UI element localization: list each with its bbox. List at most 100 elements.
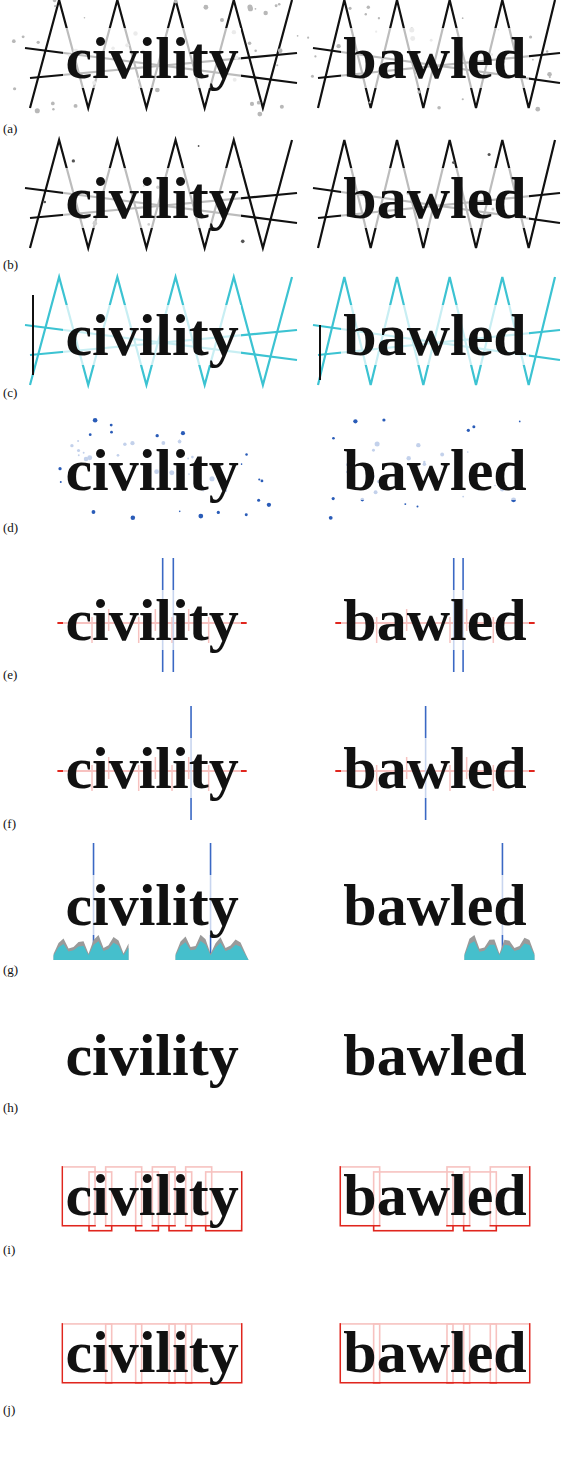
noise-dot (156, 434, 159, 437)
noise-dot (416, 506, 418, 508)
noise-dot (257, 499, 260, 502)
noise-dot (35, 108, 40, 113)
histogram (54, 935, 129, 960)
captcha-word: bawled (341, 1025, 528, 1085)
noise-dot (297, 35, 299, 37)
captcha-word: bawled (341, 590, 528, 650)
noise-dot (43, 201, 46, 204)
captcha-word: bawled (341, 875, 528, 935)
captcha-word: civility (63, 28, 240, 88)
noise-dot (488, 153, 491, 156)
captcha-word: bawled (341, 168, 528, 228)
noise-dot (241, 240, 245, 244)
noise-dot (220, 18, 224, 22)
panel-label: (i) (2, 1243, 16, 1257)
noise-dot (367, 5, 370, 8)
noise-dot (93, 418, 98, 423)
noise-dot (353, 419, 357, 423)
noise-dot (92, 510, 96, 514)
panel-label: (c) (2, 386, 18, 400)
noise-dot (278, 48, 283, 53)
panel-label: (e) (2, 668, 18, 682)
noise-dot (217, 511, 220, 514)
interference-line (318, 0, 555, 108)
noise-dot (452, 161, 455, 164)
noise-dot (110, 431, 113, 434)
noise-dot (417, 90, 420, 93)
noise-dot (535, 107, 540, 112)
noise-dot (51, 102, 55, 106)
noise-dot (307, 37, 309, 39)
noise-dot (332, 437, 335, 440)
captcha-word: civility (63, 875, 240, 935)
noise-dot (84, 17, 86, 19)
captcha-word: civility (63, 1165, 240, 1225)
noise-dot (472, 425, 475, 428)
noise-dot (369, 101, 371, 103)
captcha-word: civility (63, 440, 240, 500)
noise-dot (174, 0, 178, 3)
noise-dot (198, 145, 200, 147)
noise-dot (365, 13, 367, 15)
noise-dot (250, 102, 254, 106)
noise-dot (349, 7, 352, 10)
noise-dot (257, 112, 262, 117)
detected-line (318, 277, 555, 385)
interference-line (30, 140, 292, 248)
noise-dot (278, 3, 281, 6)
noise-dot (179, 511, 181, 513)
noise-dot (546, 50, 548, 52)
interference-line (30, 0, 292, 108)
residual-line (319, 325, 321, 380)
noise-dot (248, 41, 252, 45)
noise-dot (382, 418, 385, 421)
noise-dot (437, 106, 441, 110)
noise-dot (336, 44, 340, 48)
noise-dot (547, 72, 552, 77)
noise-dot (529, 35, 532, 38)
noise-dot (332, 497, 335, 500)
noise-dot (314, 55, 316, 57)
histogram (464, 935, 534, 960)
panel-label: (j) (2, 1403, 16, 1417)
noise-dot (13, 87, 16, 90)
captcha-word: civility (63, 590, 240, 650)
noise-dot (329, 516, 333, 520)
noise-dot (267, 503, 271, 507)
captcha-word: civility (63, 1322, 240, 1382)
detected-line (30, 277, 292, 385)
noise-dot (276, 64, 278, 66)
noise-dot (280, 105, 284, 109)
noise-dot (54, 5, 56, 7)
panel-label: (b) (2, 258, 19, 272)
noise-dot (258, 479, 260, 481)
noise-dot (72, 159, 75, 162)
captcha-word: bawled (341, 28, 528, 88)
noise-dot (110, 424, 113, 427)
captcha-word: bawled (341, 440, 528, 500)
noise-dot (245, 513, 248, 516)
captcha-word: civility (63, 305, 240, 365)
noise-dot (58, 467, 61, 470)
captcha-word: bawled (341, 1322, 528, 1382)
histogram (464, 941, 534, 960)
noise-dot (263, 11, 267, 15)
noise-dot (74, 104, 78, 108)
captcha-word: civility (63, 738, 240, 798)
noise-dot (181, 431, 185, 435)
noise-dot (37, 41, 40, 44)
noise-dot (155, 88, 160, 93)
panel-label: (a) (2, 122, 18, 136)
noise-dot (532, 59, 534, 61)
noise-dot (12, 39, 16, 43)
noise-dot (467, 429, 470, 432)
noise-dot (60, 481, 62, 483)
noise-dot (89, 433, 92, 436)
captcha-word: bawled (341, 1165, 528, 1225)
panel-label: (d) (2, 521, 19, 535)
captcha-word: bawled (341, 738, 528, 798)
noise-dot (254, 49, 257, 52)
panel-label: (h) (2, 1101, 19, 1115)
noise-dot (462, 98, 464, 100)
